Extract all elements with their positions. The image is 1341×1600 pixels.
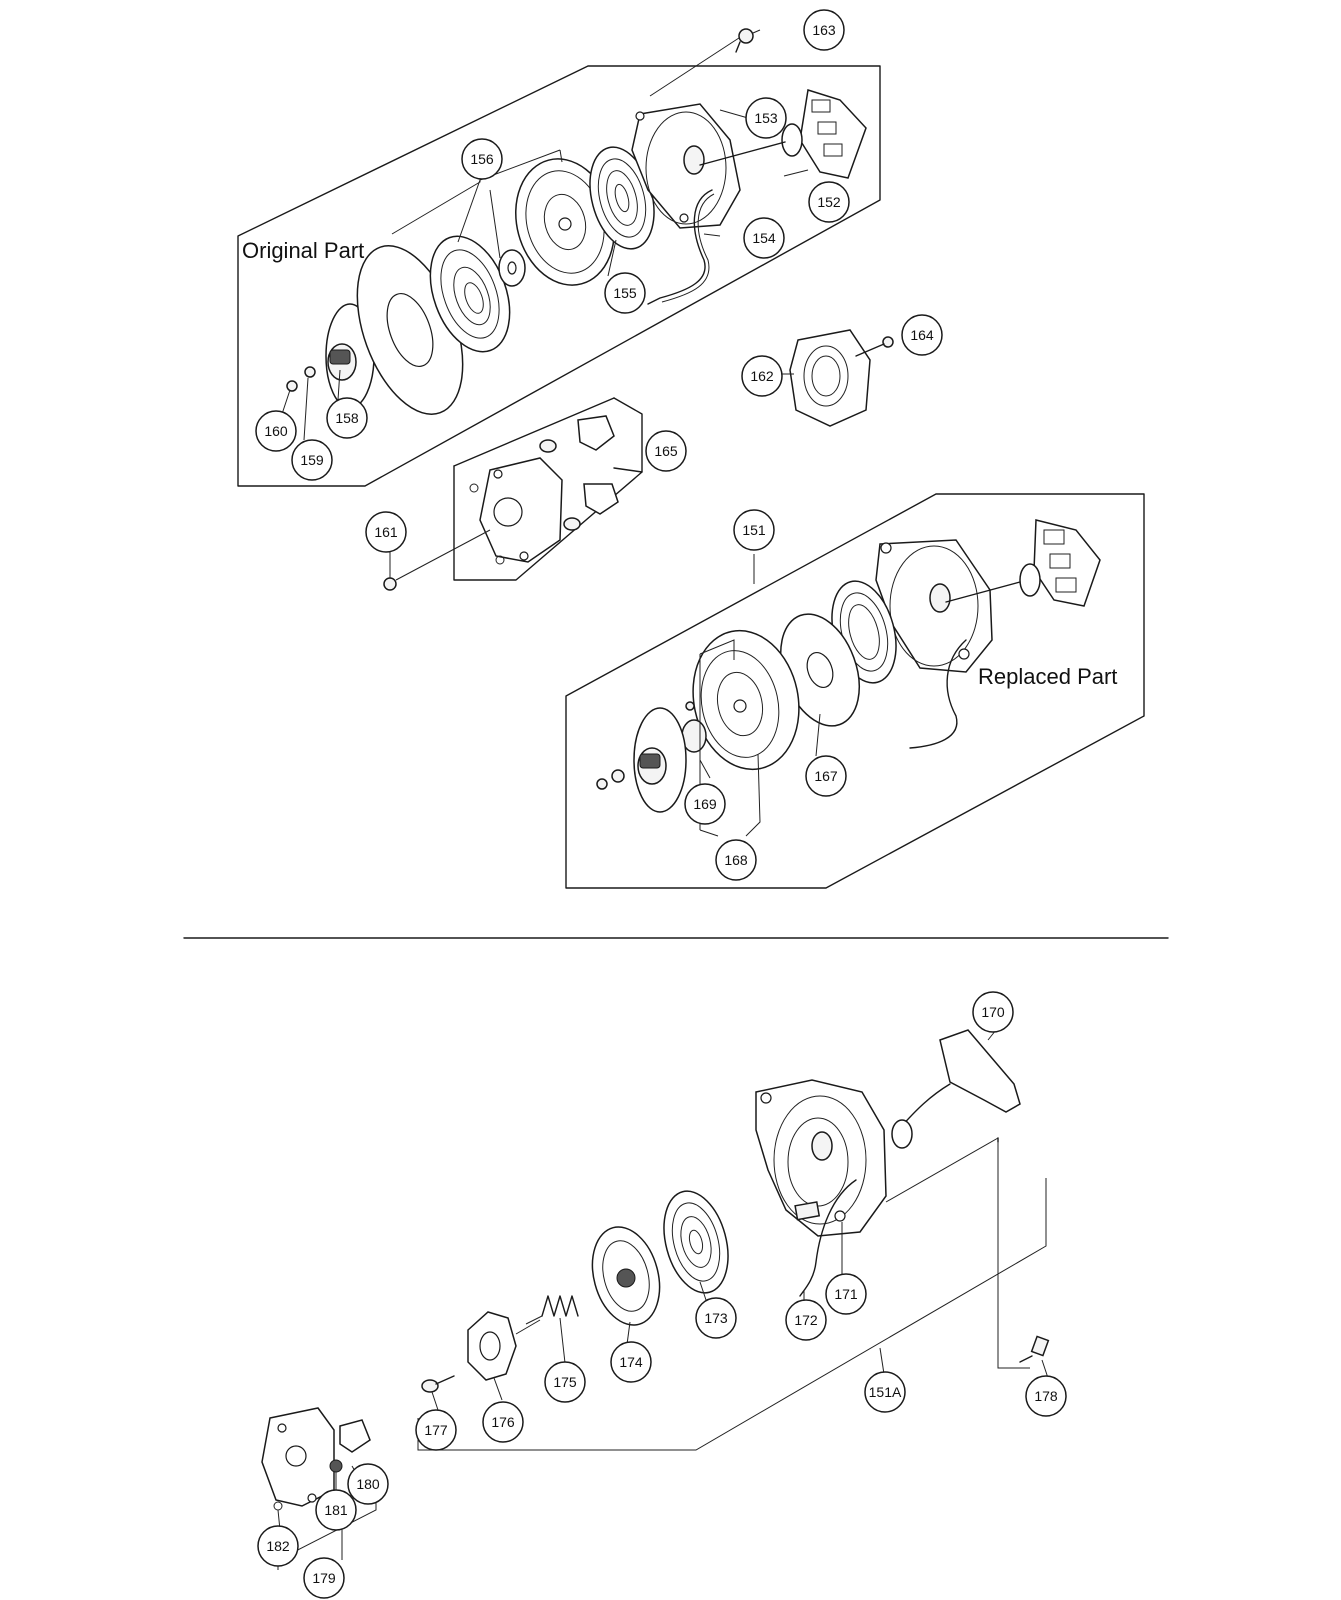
svg-text:156: 156 bbox=[470, 151, 494, 167]
callout-156: 156 bbox=[461, 138, 503, 180]
replaced-part-group: Replaced Part bbox=[565, 493, 1145, 889]
starter-rope-154 bbox=[647, 189, 713, 305]
reel-168 bbox=[692, 629, 800, 771]
callout-153: 153 bbox=[745, 97, 787, 139]
ratchet-176 bbox=[467, 1311, 541, 1381]
starter-handle-170 bbox=[891, 1029, 1021, 1149]
callout-151A: 151A bbox=[864, 1371, 906, 1413]
svg-text:164: 164 bbox=[910, 327, 934, 343]
screw-178 bbox=[1019, 1335, 1050, 1363]
starter-rope-172 bbox=[799, 1179, 857, 1297]
replaced-part-boundary bbox=[565, 493, 1145, 889]
callout-173: 173 bbox=[695, 1297, 737, 1339]
callout-151: 151 bbox=[733, 509, 775, 551]
original-part-group: Original Part bbox=[237, 29, 881, 487]
svg-text:182: 182 bbox=[266, 1538, 290, 1554]
svg-text:170: 170 bbox=[981, 1004, 1005, 1020]
plate-167 bbox=[780, 613, 860, 727]
svg-text:172: 172 bbox=[794, 1312, 818, 1328]
svg-text:152: 152 bbox=[817, 194, 841, 210]
reel-174 bbox=[591, 1226, 661, 1326]
callout-180: 180 bbox=[347, 1463, 389, 1505]
screw-163 bbox=[735, 28, 754, 53]
svg-text:160: 160 bbox=[264, 423, 288, 439]
svg-text:165: 165 bbox=[654, 443, 678, 459]
svg-text:154: 154 bbox=[752, 230, 776, 246]
callout-181: 181 bbox=[315, 1489, 357, 1531]
spiral-spring-173 bbox=[663, 1190, 729, 1294]
callout-171: 171 bbox=[825, 1273, 867, 1315]
svg-text:180: 180 bbox=[356, 1476, 380, 1492]
lower-assembly-151A bbox=[417, 1029, 1050, 1451]
callout-177: 177 bbox=[415, 1409, 457, 1451]
callout-178: 178 bbox=[1025, 1375, 1067, 1417]
svg-text:151: 151 bbox=[742, 522, 766, 538]
original-part-caption: Original Part bbox=[242, 238, 364, 263]
spring-case-156 bbox=[429, 235, 511, 353]
starter-case-replaced bbox=[875, 539, 993, 673]
part-162-adapter bbox=[776, 329, 871, 427]
callout-168: 168 bbox=[715, 839, 757, 881]
svg-text:168: 168 bbox=[724, 852, 748, 868]
coil-spring-175 bbox=[525, 1295, 579, 1325]
pawl-plate-replaced bbox=[633, 707, 687, 813]
svg-text:176: 176 bbox=[491, 1414, 515, 1430]
callout-152: 152 bbox=[808, 181, 850, 223]
svg-text:173: 173 bbox=[704, 1310, 728, 1326]
svg-text:174: 174 bbox=[619, 1354, 643, 1370]
screw-177 bbox=[421, 1375, 455, 1393]
starter-case-153 bbox=[631, 103, 741, 229]
callout-169: 169 bbox=[684, 783, 726, 825]
svg-text:159: 159 bbox=[300, 452, 324, 468]
svg-text:151A: 151A bbox=[869, 1384, 902, 1400]
callout-182: 182 bbox=[257, 1525, 299, 1567]
starter-handle-152 bbox=[699, 89, 867, 179]
callout-159: 159 bbox=[291, 439, 333, 481]
nut-161 bbox=[383, 529, 491, 591]
original-part-boundary bbox=[237, 65, 881, 487]
callout-176: 176 bbox=[482, 1401, 524, 1443]
svg-text:162: 162 bbox=[750, 368, 774, 384]
callout-179: 179 bbox=[303, 1557, 345, 1599]
callout-161: 161 bbox=[365, 511, 407, 553]
callout-154: 154 bbox=[743, 217, 785, 259]
callout-172: 172 bbox=[785, 1299, 827, 1341]
starter-rope-replaced bbox=[909, 639, 967, 749]
screw-164 bbox=[855, 336, 894, 357]
svg-text:177: 177 bbox=[424, 1422, 448, 1438]
svg-text:181: 181 bbox=[324, 1502, 348, 1518]
spiral-spring-155 bbox=[589, 146, 655, 250]
callout-155: 155 bbox=[604, 272, 646, 314]
svg-text:167: 167 bbox=[814, 768, 838, 784]
callout-162: 162 bbox=[741, 355, 783, 397]
callout-165: 165 bbox=[645, 430, 687, 472]
callout-158: 158 bbox=[326, 397, 368, 439]
svg-text:171: 171 bbox=[834, 1286, 858, 1302]
svg-text:178: 178 bbox=[1034, 1388, 1058, 1404]
callout-175: 175 bbox=[544, 1361, 586, 1403]
callout-174: 174 bbox=[610, 1341, 652, 1383]
svg-text:163: 163 bbox=[812, 22, 836, 38]
svg-text:153: 153 bbox=[754, 110, 778, 126]
svg-text:161: 161 bbox=[374, 524, 398, 540]
svg-text:169: 169 bbox=[693, 796, 717, 812]
callout-160: 160 bbox=[255, 410, 297, 452]
svg-text:179: 179 bbox=[312, 1570, 336, 1586]
replaced-part-caption: Replaced Part bbox=[978, 664, 1117, 689]
starter-handle-replaced bbox=[945, 519, 1101, 607]
callout-170: 170 bbox=[972, 991, 1014, 1033]
callout-167: 167 bbox=[805, 755, 847, 797]
callout-164: 164 bbox=[901, 314, 943, 356]
svg-text:155: 155 bbox=[613, 285, 637, 301]
svg-text:158: 158 bbox=[335, 410, 359, 426]
pawl-assembly-165 bbox=[453, 397, 643, 581]
callout-163: 163 bbox=[803, 9, 845, 51]
starter-case-171 bbox=[755, 1079, 887, 1237]
svg-text:175: 175 bbox=[553, 1374, 577, 1390]
screw-160 bbox=[286, 366, 316, 392]
